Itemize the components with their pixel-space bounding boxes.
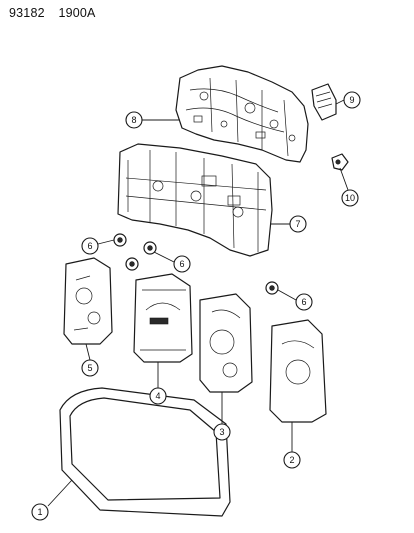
svg-text:9: 9 [349,95,354,105]
callout-6b: 6 [173,255,191,273]
svg-text:4: 4 [155,391,160,401]
gauge-plate [63,257,113,345]
callout-2: 2 [283,451,301,469]
tachometer-face [199,293,253,393]
callout-8: 8 [125,111,143,129]
svg-text:6: 6 [87,241,92,251]
speedometer-face [133,273,193,363]
callout-6c: 6 [295,293,313,311]
fuel-gauge-face [269,319,327,423]
doc-number: 93182 [9,6,45,20]
callout-4: 4 [149,387,167,405]
bulb-socket-b [143,241,157,255]
bulb-socket-c [125,257,139,271]
callout-9: 9 [343,91,361,109]
svg-text:5: 5 [87,363,92,373]
svg-text:3: 3 [219,427,224,437]
svg-text:8: 8 [131,115,136,125]
printed-circuit-board [175,65,309,163]
connector-part [311,83,337,121]
figure-code: 1900A [58,6,96,20]
svg-text:6: 6 [179,259,184,269]
svg-text:10: 10 [345,193,355,203]
svg-text:2: 2 [289,455,294,465]
diagram-header: 93182 1900A [9,6,106,20]
svg-text:1: 1 [37,507,42,517]
bulb-socket-a [113,233,127,247]
callout-7: 7 [289,215,307,233]
svg-text:6: 6 [301,297,306,307]
bulb-socket-d [265,281,279,295]
bulb-socket-part [331,153,349,171]
callout-1: 1 [31,503,49,521]
cluster-lens [59,387,231,517]
callout-3: 3 [213,423,231,441]
callout-5: 5 [81,359,99,377]
cluster-housing [117,143,273,257]
svg-text:7: 7 [295,219,300,229]
callout-10: 10 [341,189,359,207]
callout-6a: 6 [81,237,99,255]
leader-lines [47,99,349,507]
